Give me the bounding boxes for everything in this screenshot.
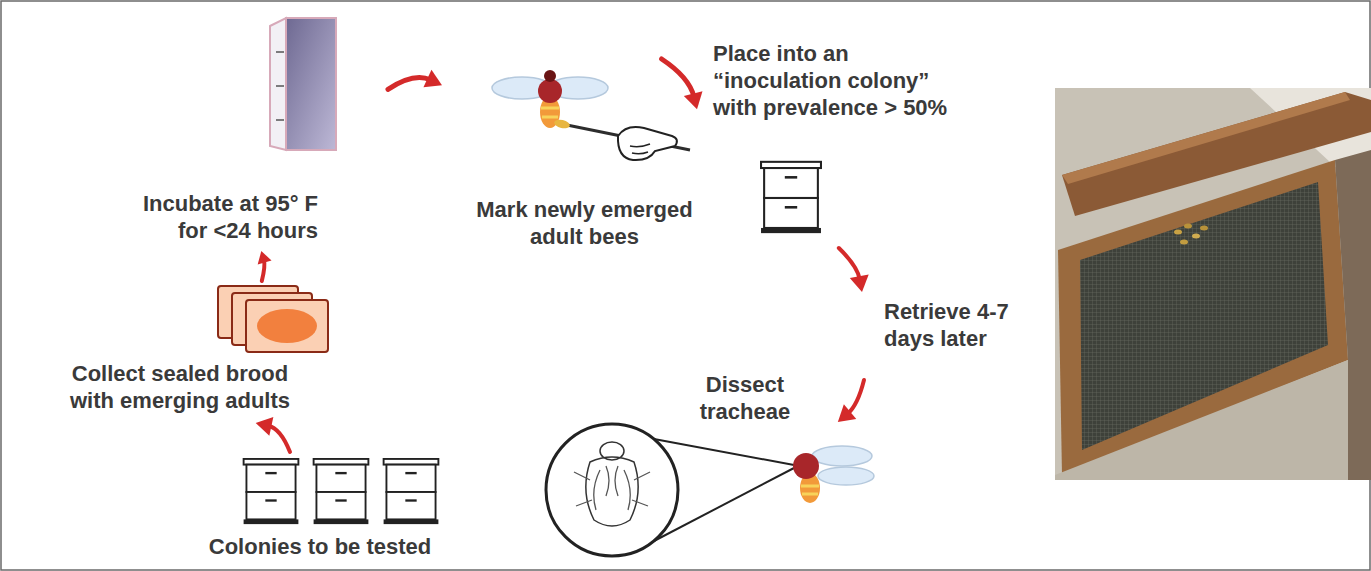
arrow-line — [839, 248, 860, 279]
arrow-line — [262, 260, 265, 281]
step-label: Dissect tracheae — [690, 371, 800, 425]
arrow-head — [684, 91, 703, 109]
bee-thorax — [538, 79, 562, 103]
photo-ground — [1055, 88, 1371, 480]
brood-card — [246, 300, 328, 352]
photo-bee — [1192, 234, 1200, 239]
arrow-line — [268, 426, 290, 452]
marking-bee-icon — [492, 70, 690, 160]
process-step: Collect sealed brood with emerging adult… — [30, 284, 335, 420]
bee-wing — [818, 467, 874, 485]
process-step: Incubate at 95° F for <24 hours — [100, 18, 385, 248]
process-step: Dissect tracheae — [540, 425, 880, 565]
photo-bee — [1180, 240, 1188, 245]
test-hive — [244, 459, 299, 524]
arrow-line — [388, 78, 430, 90]
dissection-icon — [546, 424, 874, 556]
hand-fingers — [630, 144, 650, 154]
step-label: Incubate at 95° F for <24 hours — [123, 190, 318, 244]
step-label: Place into an “inoculation colony” with … — [713, 40, 963, 121]
incubator-tick — [276, 51, 284, 53]
cycle-arrow — [258, 251, 272, 281]
incubator-front — [286, 18, 336, 150]
cycle-arrow — [662, 59, 703, 109]
arrow-head — [256, 417, 274, 436]
inoculation-hive — [761, 162, 821, 233]
leader-line — [654, 439, 794, 465]
hand — [618, 127, 677, 160]
arrow-head — [423, 70, 442, 87]
incubator-tick — [276, 85, 284, 87]
brush-tip — [553, 118, 570, 129]
cycle-arrow — [838, 248, 869, 422]
bee-head — [544, 70, 556, 82]
bee-wing — [812, 446, 872, 466]
bee-stripes — [801, 486, 819, 494]
photo-bee — [1200, 226, 1208, 231]
cycle-arrow — [256, 417, 290, 452]
edge-label: Retrieve 4-7 days later — [884, 298, 1024, 352]
arrow-line — [848, 380, 864, 414]
brood-frames-icon — [218, 286, 328, 352]
arrow-head — [258, 251, 272, 265]
incubator-side — [270, 18, 286, 150]
process-step: Place into an “inoculation colony” with … — [700, 36, 967, 245]
magnifier-circle — [546, 424, 678, 556]
photo-ground-lower — [1055, 360, 1348, 480]
process-step: Mark newly emerged adult bees — [445, 62, 706, 255]
step-label: Colonies to be tested — [200, 533, 440, 560]
process-step: Colonies to be tested — [195, 455, 445, 564]
incubator-icon — [270, 18, 336, 150]
photo-bee — [1174, 230, 1182, 235]
cycle-arrow — [388, 70, 442, 90]
photo-bee — [1184, 224, 1192, 229]
step-label: Mark newly emerged adult bees — [467, 196, 702, 250]
tracheae-lines — [574, 466, 650, 510]
arrow-head — [850, 275, 869, 292]
step-label: Collect sealed brood with emerging adult… — [50, 360, 310, 414]
test-hive — [314, 459, 369, 524]
arrow-head — [838, 404, 856, 422]
arrow-line — [662, 59, 694, 97]
brood-patch — [257, 309, 317, 343]
hive-photo — [1055, 88, 1371, 480]
incubator-tick — [276, 119, 284, 121]
test-hive — [384, 459, 439, 524]
bee-thorax — [793, 453, 819, 479]
bee-stripes — [541, 108, 559, 117]
